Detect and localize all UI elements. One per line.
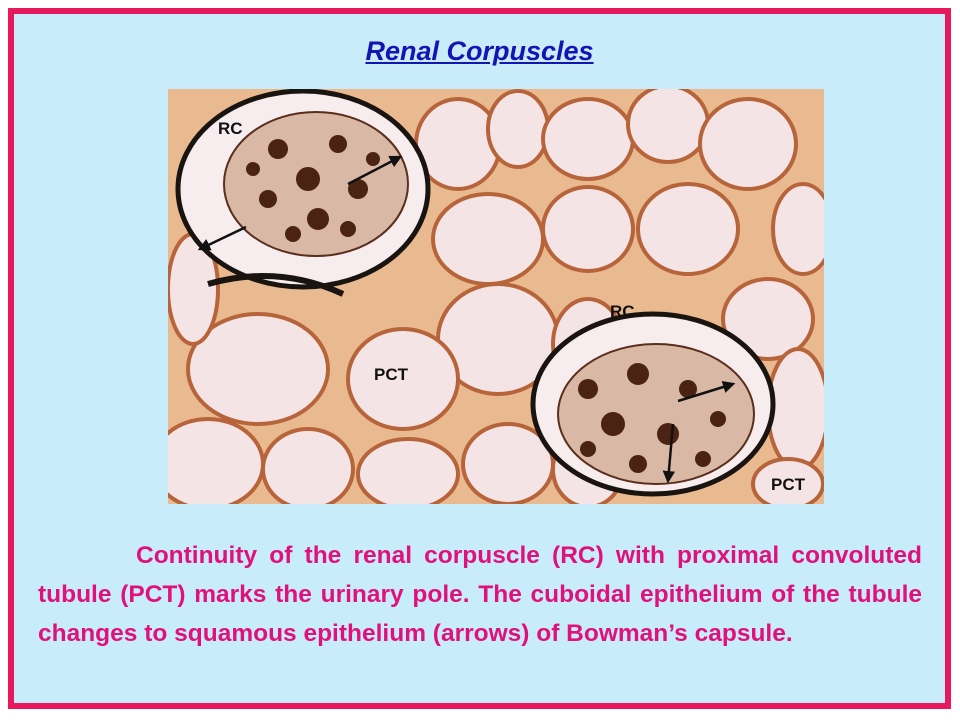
renal-corpuscle-bottom [530, 311, 776, 497]
label-pct-left: PCT [374, 365, 409, 384]
label-rc-bottom: RC [610, 302, 635, 321]
label-rc-top: RC [218, 119, 243, 138]
slide: Renal Corpuscles [8, 8, 951, 709]
arrows [197, 155, 736, 484]
label-pct-right: PCT [771, 475, 806, 494]
slide-title: Renal Corpuscles [365, 36, 594, 66]
micrograph-image: RC RC PCT PCT [168, 89, 824, 504]
renal-corpuscle-top [175, 89, 431, 297]
caption: Continuity of the renal corpuscle (RC) w… [38, 542, 922, 647]
